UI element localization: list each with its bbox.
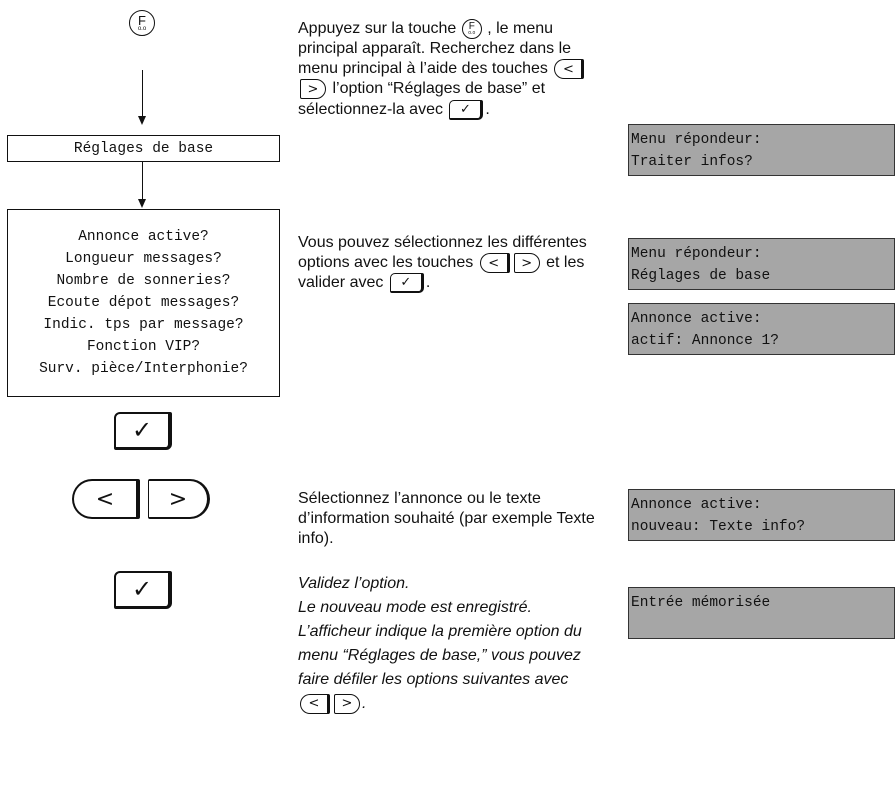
right-key-icon: > [148,479,210,519]
lcd-display: Annonce active: actif: Annonce 1? [628,303,895,355]
f-key-sub: o.o [137,25,147,32]
option-item: Longueur messages? [65,251,222,267]
p2-text-b: et les valider avec [298,254,585,292]
menu-box-reglages: Réglages de base [7,135,280,162]
p4-line-1: Validez l’option. [298,575,410,592]
left-key-inline-icon: < [300,693,330,714]
ok-key-inline-icon: ✓ [389,273,424,294]
instruction-paragraph-2: Vous pouvez sélectionnez les différentes… [298,233,598,294]
lcd-line-1: Annonce active: [631,497,762,513]
lcd-display: Entrée mémorisée [628,587,895,639]
option-item: Indic. tps par message? [43,317,244,333]
checkmark-icon: ✓ [131,576,153,603]
left-key-inline-icon: < [479,253,510,273]
option-item: Fonction VIP? [86,339,201,355]
p4-line-2: Le nouveau mode est enregistré. [298,599,532,616]
option-item: Surv. pièce/Interphonie? [39,361,248,377]
lcd-display: Menu répondeur: Traiter infos? [628,124,895,176]
p2-text-c: . [425,274,431,292]
checkmark-icon: ✓ [131,417,153,444]
arrow-down-icon [138,116,146,125]
ok-key-icon: ✓ [114,412,172,450]
ok-key-inline-icon: ✓ [449,99,484,120]
p1-text-c: l’option “Réglages de base” et sélection… [298,80,546,118]
right-key-inline-icon: > [334,693,360,714]
arrow-line [142,70,143,116]
lcd-display: Menu répondeur: Réglages de base [628,238,895,290]
left-arrow-symbol: < [95,486,115,512]
right-arrow-symbol: > [168,486,188,512]
left-key-inline-icon: < [554,59,585,80]
p1-text-a: Appuyez sur la touche [298,20,457,38]
lcd-line-2: Traiter infos? [631,154,753,170]
lcd-display: Annonce active: nouveau: Texte info? [628,489,895,541]
options-box: Annonce active? Longueur messages? Nombr… [7,209,280,397]
p1-text-b: , le menu principal apparaît. Recherchez… [298,20,572,78]
arrow-down-icon [138,199,146,208]
right-key-inline-icon: > [513,253,540,273]
lcd-line-1: Menu répondeur: [631,246,762,262]
menu-box-label: Réglages de base [73,140,214,157]
option-item: Nombre de sonneries? [56,273,231,289]
left-key-icon: < [72,479,140,519]
option-item: Annonce active? [78,229,209,245]
option-item: Ecoute dépot messages? [47,295,240,311]
p2-text-a: Vous pouvez sélectionnez les différentes… [298,234,587,272]
f-key-icon: F o.o [129,10,155,36]
lcd-line-1: Menu répondeur: [631,132,762,148]
lcd-line-2: Réglages de base [631,268,771,284]
right-key-inline-icon: > [300,79,326,100]
p1-text-d: . [485,100,490,118]
instruction-paragraph-3: Sélectionnez l’annonce ou le texte d’inf… [298,490,595,547]
instruction-paragraph-4: Validez l’option. Le nouveau mode est en… [298,572,598,716]
lcd-line-2: nouveau: Texte info? [631,519,806,535]
ok-key-icon: ✓ [114,571,172,609]
p4-line-3: L’afficheur indique la première option d… [298,623,582,714]
f-key-letter: F [138,12,146,28]
lcd-line-1: Entrée mémorisée [631,595,771,611]
lcd-line-2: actif: Annonce 1? [631,333,779,349]
arrow-line [142,162,143,200]
lcd-line-1: Annonce active: [631,311,762,327]
